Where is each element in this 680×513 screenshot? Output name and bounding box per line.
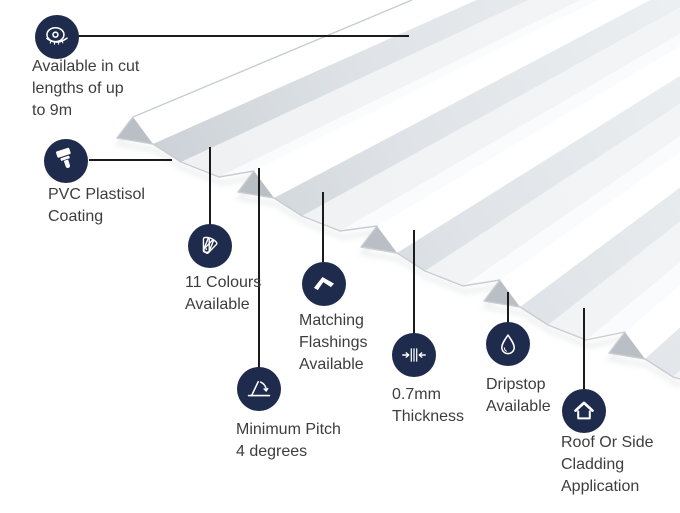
flashing-icon: [307, 267, 341, 301]
thickness-icon: [397, 338, 431, 372]
feature-coating-badge: [44, 139, 88, 183]
feature-application-label: Roof Or Side Cladding Application: [561, 434, 654, 495]
connector-dripstop: [507, 292, 509, 323]
feature-thickness-badge: [392, 333, 436, 377]
feature-pitch-label: Minimum Pitch 4 degrees: [236, 421, 341, 460]
connector-flashings: [322, 192, 324, 262]
feature-colours-badge: [188, 224, 232, 268]
feature-flashings-label: Matching Flashings Available: [299, 312, 368, 373]
water-drop-icon: [491, 327, 525, 361]
feature-dripstop-label: Dripstop Available: [486, 376, 551, 415]
connector-coating: [89, 159, 172, 161]
connector-application: [583, 308, 585, 389]
connector-thickness: [413, 230, 415, 334]
feature-thickness-label: 0.7mm Thickness: [392, 386, 465, 425]
feature-dripstop-badge: [486, 322, 530, 366]
feature-coating-label: PVC Plastisol Coating: [48, 186, 145, 225]
tape-measure-icon: [40, 20, 74, 54]
connector-pitch: [258, 168, 260, 368]
connector-colours: [209, 147, 211, 225]
connector-cut-lengths: [78, 35, 409, 37]
feature-cut-lengths-label: Available in cut lengths of up to 9m: [32, 58, 140, 119]
feature-application-badge: [562, 389, 606, 433]
colour-swatch-fan-icon: [193, 229, 227, 263]
paintbrush-icon: [49, 144, 83, 178]
pitch-angle-icon: [242, 372, 276, 406]
house-icon: [567, 394, 601, 428]
feature-cut-lengths-badge: [35, 15, 79, 59]
feature-pitch-badge: [237, 367, 281, 411]
feature-colours-label: 11 Colours Available: [185, 274, 262, 313]
feature-flashings-badge: [302, 262, 346, 306]
